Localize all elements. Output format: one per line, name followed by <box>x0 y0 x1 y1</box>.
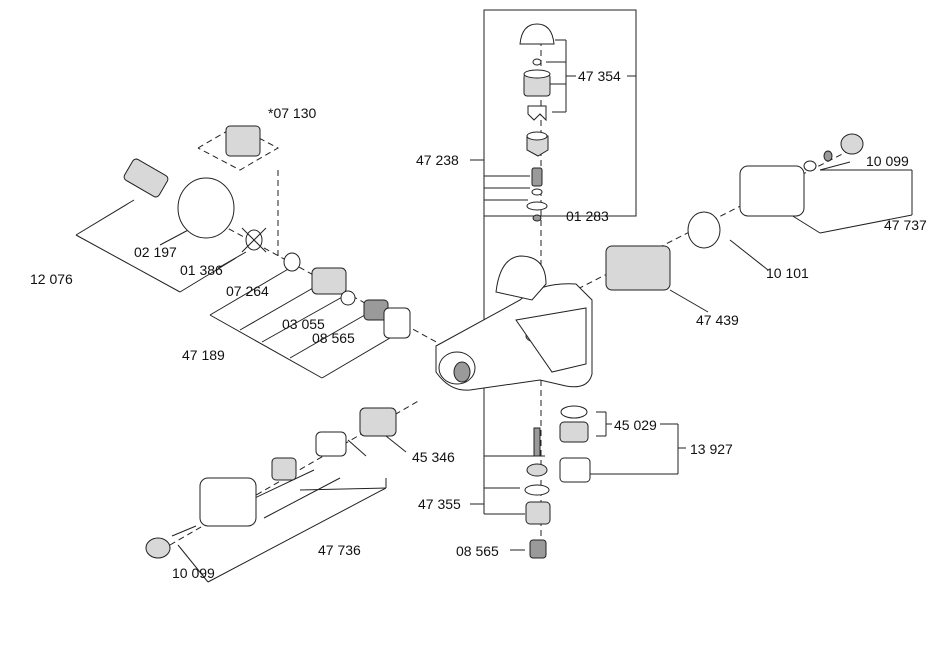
washer-07264-part <box>284 253 300 271</box>
nut-08565-bottom-part <box>530 540 546 558</box>
label-45346: 45 346 <box>412 449 455 465</box>
label-01386: 01 386 <box>180 262 223 278</box>
clip-part <box>528 106 546 120</box>
label-12076: 12 076 <box>30 271 73 287</box>
label-47354: 47 354 <box>578 68 621 84</box>
washer-01283-part <box>527 202 547 210</box>
cap-part <box>520 24 554 44</box>
label-02197: 02 197 <box>134 244 177 260</box>
handle-47736-part <box>200 478 256 526</box>
cartridge-47439-part <box>606 246 670 290</box>
label-47737: 47 737 <box>884 217 927 233</box>
label-45029: 45 029 <box>614 417 657 433</box>
nipple-part <box>226 126 260 156</box>
label-47439: 47 439 <box>696 312 739 328</box>
label-01283: 01 283 <box>566 208 609 224</box>
label-08565-left: 08 565 <box>312 330 355 346</box>
handle-47737-part <box>740 166 804 216</box>
label-47736: 47 736 <box>318 542 361 558</box>
check-valve-part <box>312 268 346 294</box>
label-07130: *07 130 <box>268 105 316 121</box>
nut-part <box>384 308 410 338</box>
label-07264: 07 264 <box>226 283 269 299</box>
oring-47355-part <box>525 485 549 495</box>
cap-10099-right-part <box>841 134 863 154</box>
label-10101: 10 101 <box>766 265 809 281</box>
cartridge-45346-part <box>360 408 396 436</box>
ring-45029-part <box>561 406 587 418</box>
small-washer-part <box>533 59 541 65</box>
label-10099-right: 10 099 <box>866 153 909 169</box>
cap-10099-left-part <box>146 538 170 558</box>
label-47238: 47 238 <box>416 152 459 168</box>
label-13927: 13 927 <box>690 441 733 457</box>
aerator-13927-part <box>560 458 590 482</box>
label-08565-bottom: 08 565 <box>456 543 499 559</box>
label-47189: 47 189 <box>182 347 225 363</box>
label-10099-left: 10 099 <box>172 565 215 581</box>
label-47355: 47 355 <box>418 496 461 512</box>
connector-part <box>123 158 170 199</box>
escutcheon-part <box>178 178 234 238</box>
ring-10101-part <box>688 212 720 248</box>
diverter-spindle-part <box>534 428 540 456</box>
diverter-body-part <box>526 502 550 524</box>
spring-part <box>532 168 542 186</box>
